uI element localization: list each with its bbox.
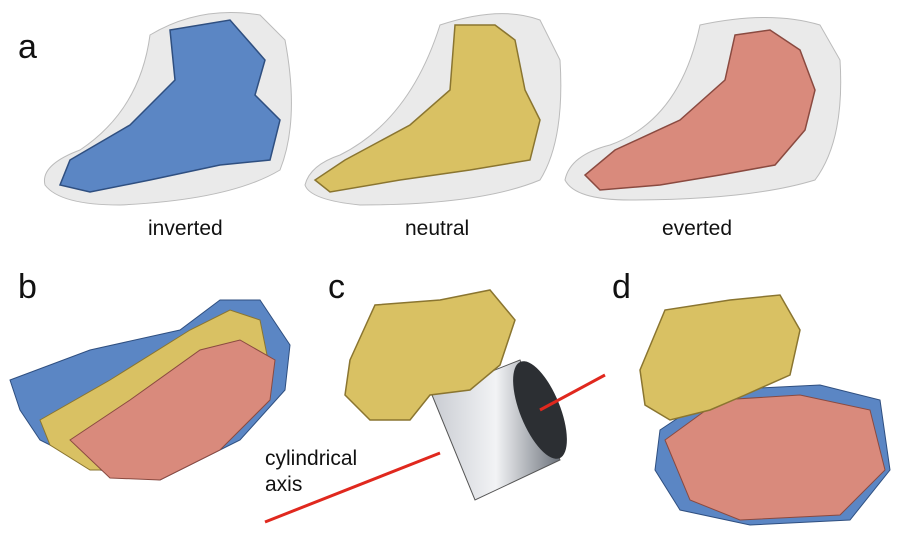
panel-label-b: b xyxy=(18,268,37,306)
talus-with-cylinder xyxy=(264,289,606,524)
caption-inverted: inverted xyxy=(148,217,223,240)
panel-label-a: a xyxy=(18,28,37,66)
panel-label-d: d xyxy=(612,268,631,306)
foot-neutral xyxy=(304,13,562,206)
axis-label-line2: axis xyxy=(265,473,303,496)
axis-label-line1: cylindrical xyxy=(265,447,358,470)
cylindrical-axis-line xyxy=(264,451,441,524)
panel-label-c: c xyxy=(328,268,345,306)
foot-inverted xyxy=(43,12,292,206)
caption-everted: everted xyxy=(662,217,733,240)
caption-neutral: neutral xyxy=(405,217,470,240)
foot-overlay xyxy=(9,299,291,481)
hindfoot-overlay xyxy=(639,294,891,526)
foot-everted xyxy=(564,17,842,201)
